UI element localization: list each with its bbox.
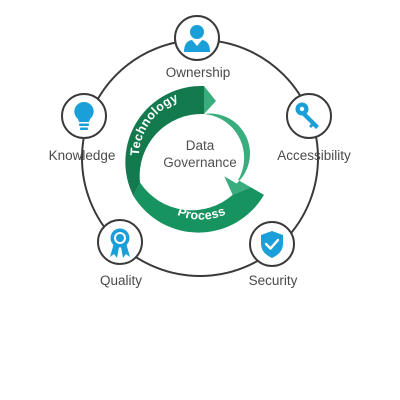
ring-segment-technology [125, 85, 204, 196]
node-label-knowledge: Knowledge [49, 148, 116, 163]
ring-label-process: Process [176, 204, 228, 223]
node-accessibility: Accessibility [277, 93, 351, 163]
shield-check-icon [261, 231, 283, 258]
node-knowledge: Knowledge [49, 93, 116, 163]
center-title-line1: Data [186, 138, 215, 153]
ring-segment-process [133, 182, 264, 233]
person-icon [184, 25, 210, 52]
ring-segment-people [204, 86, 251, 195]
node-label-security: Security [249, 273, 298, 288]
cycle-ring [125, 85, 264, 233]
award-ribbon-icon [110, 228, 130, 258]
node-ownership: Ownership [166, 15, 231, 80]
node-label-accessibility: Accessibility [277, 148, 351, 163]
node-label-ownership: Ownership [166, 65, 231, 80]
node-quality: Quality [97, 219, 143, 288]
center-title-line2: Governance [163, 155, 237, 170]
lightbulb-icon [74, 101, 94, 130]
node-label-quality: Quality [100, 273, 142, 288]
key-icon [295, 102, 319, 129]
node-security: Security [249, 221, 298, 288]
